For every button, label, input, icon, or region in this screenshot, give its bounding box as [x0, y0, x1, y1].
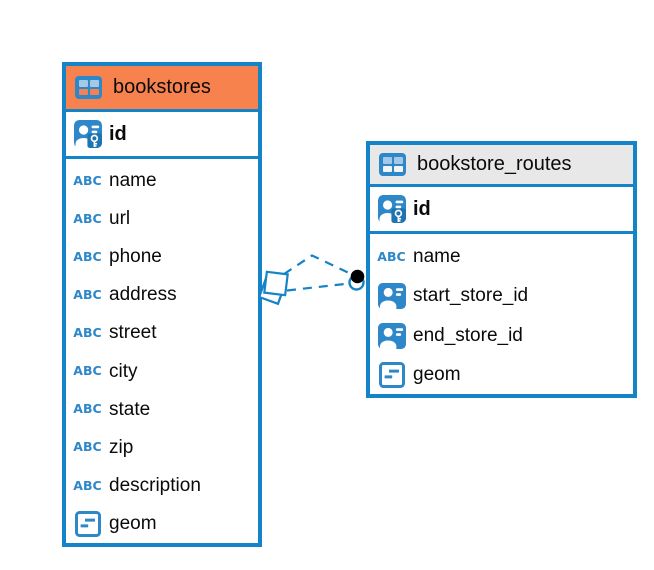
column-row-state[interactable]: ABC state: [66, 391, 258, 429]
column-name: geom: [413, 364, 461, 386]
column-list: ABC name ABC url ABC phone ABC address A…: [66, 159, 258, 543]
text-type-icon: ABC: [377, 248, 406, 264]
text-type-icon: ABC: [73, 325, 102, 341]
column-name: street: [109, 322, 157, 344]
text-type-icon: ABC: [73, 248, 102, 264]
column-name: phone: [109, 246, 162, 268]
person-key-icon: [375, 195, 408, 223]
column-list: ABC name start_s: [370, 234, 633, 395]
column-name: end_store_id: [413, 324, 523, 346]
column-name: name: [109, 170, 157, 192]
column-row-street[interactable]: ABC street: [66, 314, 258, 352]
connector-dot-marker: [350, 269, 365, 284]
text-type-icon: ABC: [73, 287, 102, 303]
column-row-geom[interactable]: geom: [370, 356, 633, 396]
connector-diamond-marker: [257, 270, 289, 306]
connector-ring-marker: [348, 274, 365, 291]
text-type-icon: ABC: [73, 172, 102, 188]
person-badge-icon: [375, 322, 408, 349]
geometry-type-icon: [375, 362, 408, 389]
table-title: bookstores: [113, 76, 211, 98]
column-row-phone[interactable]: ABC phone: [66, 238, 258, 276]
column-row-geom[interactable]: geom: [66, 505, 258, 543]
column-row-name[interactable]: ABC name: [370, 237, 633, 277]
column-row-name[interactable]: ABC name: [66, 162, 258, 200]
table-icon: [376, 153, 409, 176]
column-name: url: [109, 208, 131, 230]
column-row-address[interactable]: ABC address: [66, 276, 258, 314]
table-bookstores-header[interactable]: bookstores: [66, 66, 258, 112]
column-name: geom: [109, 512, 157, 534]
table-bookstore-routes[interactable]: bookstore_routes: [366, 141, 637, 398]
table-bookstore-routes-header[interactable]: bookstore_routes: [370, 145, 633, 187]
column-name: zip: [109, 436, 134, 458]
column-name: address: [109, 284, 177, 306]
column-row-id[interactable]: id: [66, 112, 258, 159]
text-type-icon: ABC: [73, 477, 102, 493]
text-type-icon: ABC: [73, 401, 102, 417]
column-name: city: [109, 360, 138, 382]
column-name: description: [109, 474, 201, 496]
column-row-zip[interactable]: ABC zip: [66, 429, 258, 467]
text-type-icon: ABC: [73, 439, 102, 455]
text-type-icon: ABC: [73, 210, 102, 226]
text-type-icon: ABC: [73, 363, 102, 379]
table-icon: [72, 76, 105, 99]
column-name: id: [109, 122, 127, 145]
person-key-icon: [71, 120, 104, 148]
column-name: start_store_id: [413, 285, 529, 307]
column-row-description[interactable]: ABC description: [66, 467, 258, 505]
column-row-end-store-id[interactable]: end_store_id: [370, 316, 633, 356]
relationship-line[interactable]: [283, 254, 350, 292]
column-row-url[interactable]: ABC url: [66, 200, 258, 238]
table-bookstores[interactable]: bookstores: [62, 62, 262, 547]
column-row-id[interactable]: id: [370, 187, 633, 234]
person-badge-icon: [375, 283, 408, 310]
table-title: bookstore_routes: [417, 153, 572, 175]
column-row-start-store-id[interactable]: start_store_id: [370, 277, 633, 317]
geometry-type-icon: [71, 510, 104, 537]
column-name: state: [109, 398, 151, 420]
column-name: name: [413, 245, 461, 267]
column-name: id: [413, 197, 431, 220]
column-row-city[interactable]: ABC city: [66, 352, 258, 390]
